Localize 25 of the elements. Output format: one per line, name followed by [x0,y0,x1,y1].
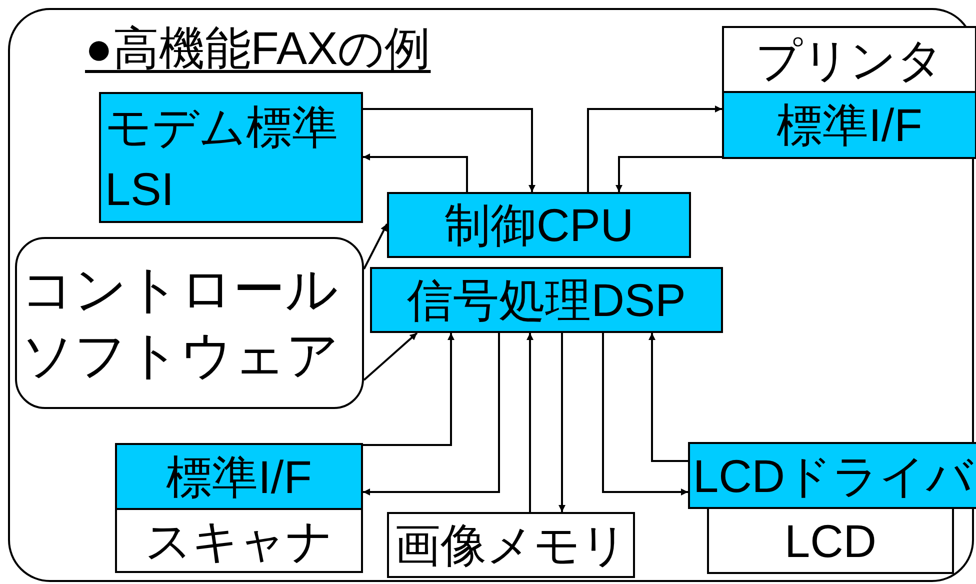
heading: ●高機能FAXの例 [85,21,431,76]
arrow [526,333,534,512]
frame [8,8,974,582]
memory-box: 画像メモリ [387,512,635,578]
interface-box: 標準I/F [115,443,363,510]
interface-box: 標準I/F [722,91,976,159]
arrow [558,333,566,512]
chip-box: 信号処理DSP [370,267,723,333]
arrow [648,333,688,462]
arrow [363,333,454,446]
arrow [363,224,388,270]
arrow [363,332,418,381]
chip-box: モデム標準 LSI [99,92,363,223]
arrow [363,154,468,192]
device-box: LCD [707,507,954,574]
chip-box: 制御CPU [387,192,691,258]
device-box: プリンタ [722,26,976,93]
arrow [587,106,722,192]
device-box: スキャナ [115,508,363,573]
arrow [363,333,500,496]
arrow [363,108,536,192]
driver-box: LCDドライバ [688,442,976,509]
arrow [616,156,722,192]
arrow [602,333,688,496]
software-box: コントロールソフトウェア [15,237,364,409]
